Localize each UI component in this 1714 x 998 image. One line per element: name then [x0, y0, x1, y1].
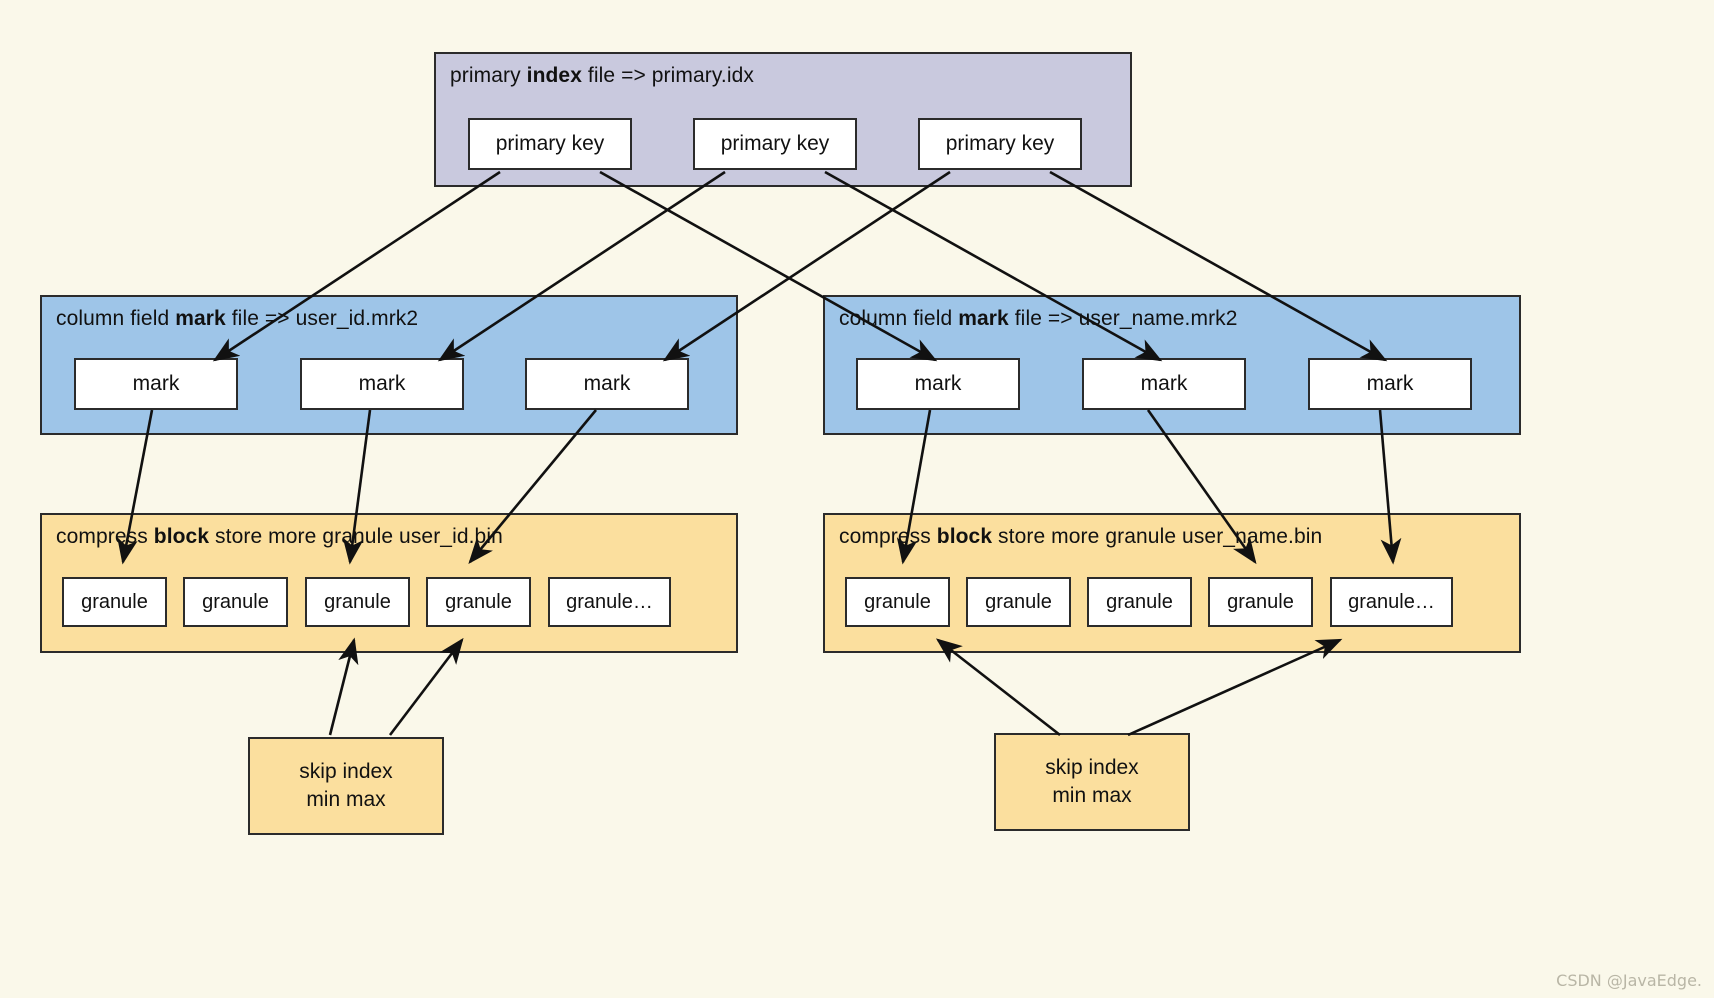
- label-part-post: store more granule user_name.bin: [992, 525, 1323, 548]
- mark-box-user-name-1[interactable]: mark: [856, 358, 1020, 410]
- granule-box-user-id-4[interactable]: granule: [426, 577, 531, 627]
- skip-index-box-right[interactable]: skip index min max: [994, 733, 1190, 831]
- label-part-bold: index: [526, 64, 582, 87]
- group-primary-index-label: primary index file => primary.idx: [450, 64, 754, 88]
- mark-box-user-id-2[interactable]: mark: [300, 358, 464, 410]
- granule-box-user-name-2[interactable]: granule: [966, 577, 1071, 627]
- label-part-post: file => primary.idx: [582, 64, 754, 87]
- skip-index-right-line2: min max: [1052, 784, 1132, 807]
- skip-index-box-left[interactable]: skip index min max: [248, 737, 444, 835]
- primary-key-box-3[interactable]: primary key: [918, 118, 1082, 170]
- group-mark-user-id-label: column field mark file => user_id.mrk2: [56, 307, 418, 331]
- granule-box-user-id-1[interactable]: granule: [62, 577, 167, 627]
- arrow-skipleft-to-granule4: [388, 637, 464, 736]
- label-part-pre: primary: [450, 64, 527, 87]
- skip-index-left-line1: skip index: [299, 759, 393, 783]
- skip-index-left-line2: min max: [306, 788, 386, 811]
- mark-box-user-name-2[interactable]: mark: [1082, 358, 1246, 410]
- granule-box-user-name-1[interactable]: granule: [845, 577, 950, 627]
- group-mark-user-name-label: column field mark file => user_name.mrk2: [839, 307, 1238, 331]
- primary-key-box-1[interactable]: primary key: [468, 118, 632, 170]
- mark-box-user-name-3[interactable]: mark: [1308, 358, 1472, 410]
- label-part-bold: block: [153, 525, 210, 548]
- label-part-pre: compress: [56, 525, 154, 548]
- label-part-pre: compress: [839, 525, 937, 548]
- granule-box-user-name-3[interactable]: granule: [1087, 577, 1192, 627]
- arrow-skipright-to-granule1: [935, 638, 1061, 737]
- granule-box-user-id-2[interactable]: granule: [183, 577, 288, 627]
- arrow-skipright-to-granule5: [1127, 638, 1343, 737]
- label-part-bold: block: [936, 525, 993, 548]
- watermark: CSDN @JavaEdge.: [1556, 971, 1702, 990]
- arrow-skipleft-to-granule3: [328, 637, 359, 736]
- label-part-pre: column field: [839, 307, 959, 330]
- granule-box-user-id-5[interactable]: granule…: [548, 577, 671, 627]
- primary-key-box-2[interactable]: primary key: [693, 118, 857, 170]
- granule-box-user-name-4[interactable]: granule: [1208, 577, 1313, 627]
- label-part-post: store more granule user_id.bin: [209, 525, 503, 548]
- label-part-pre: column field: [56, 307, 176, 330]
- group-block-user-id-label: compress block store more granule user_i…: [56, 525, 503, 549]
- granule-box-user-name-5[interactable]: granule…: [1330, 577, 1453, 627]
- label-part-post: file => user_name.mrk2: [1008, 307, 1238, 330]
- mark-box-user-id-3[interactable]: mark: [525, 358, 689, 410]
- skip-index-right-line1: skip index: [1045, 755, 1139, 779]
- label-part-bold: mark: [175, 307, 226, 330]
- group-block-user-name-label: compress block store more granule user_n…: [839, 525, 1322, 549]
- mark-box-user-id-1[interactable]: mark: [74, 358, 238, 410]
- label-part-post: file => user_id.mrk2: [225, 307, 419, 330]
- granule-box-user-id-3[interactable]: granule: [305, 577, 410, 627]
- label-part-bold: mark: [958, 307, 1009, 330]
